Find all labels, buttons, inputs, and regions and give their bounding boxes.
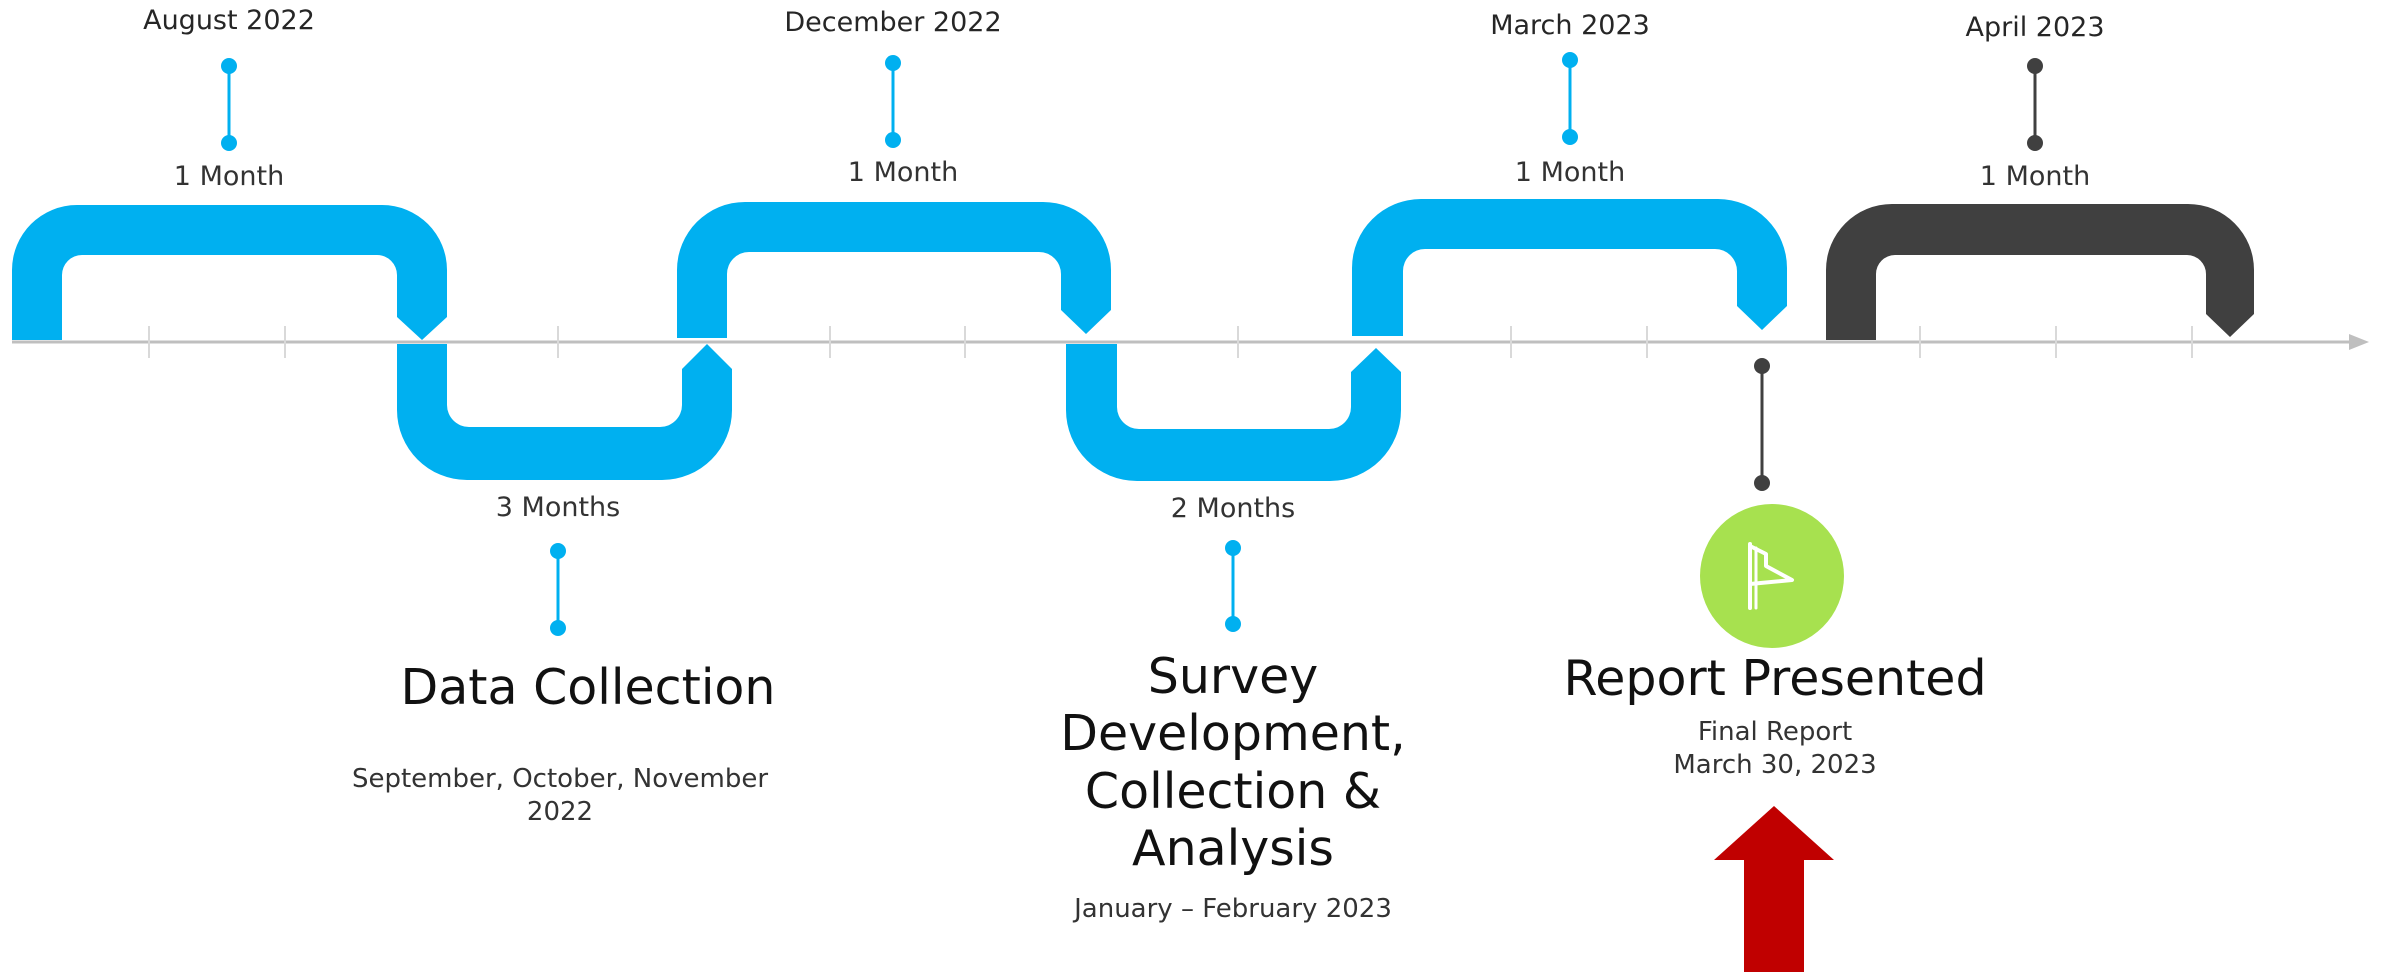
milestone-title: Survey Development, Collection & Analysi…: [1060, 648, 1406, 877]
pin-dot: [550, 543, 566, 559]
date-label-august-2022: August 2022: [143, 5, 315, 36]
pin-dot: [1225, 616, 1241, 632]
date-label-april-2023: April 2023: [1965, 12, 2105, 43]
pin-dot: [1225, 540, 1241, 556]
duration-label: 1 Month: [173, 161, 285, 192]
milestone-badge: [1700, 504, 1844, 648]
duration-label: 1 Month: [1979, 161, 2091, 192]
segment-march-2023: [1352, 199, 1787, 336]
pin-dot: [885, 132, 901, 148]
pin-dot: [1754, 358, 1770, 374]
segment-april-2023: [1826, 204, 2254, 340]
up-arrow-icon: [1714, 806, 1834, 972]
duration-label: 3 Months: [495, 492, 621, 523]
milestone-title: Data Collection: [400, 659, 776, 716]
milestone-subtitle: January – February 2023: [1074, 894, 1392, 924]
flag-icon: [1748, 542, 1794, 610]
segment-sep-nov-2022: [397, 344, 732, 480]
milestone-subtitle: Final Report March 30, 2023: [1673, 717, 1877, 780]
segment-december-2022: [677, 202, 1111, 338]
segment-jan-feb-2023: [1066, 344, 1401, 481]
segment-august-2022: [12, 205, 447, 340]
duration-label: 1 Month: [847, 157, 959, 188]
pin-dot: [1754, 475, 1770, 491]
pin-dot: [2027, 135, 2043, 151]
duration-label: 2 Months: [1170, 493, 1296, 524]
pin-dot: [221, 135, 237, 151]
date-label-december-2022: December 2022: [784, 7, 1002, 38]
axis-arrowhead: [2349, 334, 2369, 350]
date-label-march-2023: March 2023: [1490, 10, 1650, 41]
pin-dot: [2027, 58, 2043, 74]
pin-dot: [1562, 52, 1578, 68]
pin-dot: [885, 55, 901, 71]
axis-ticks: [148, 326, 2193, 358]
milestone-title: Report Presented: [1563, 650, 1987, 707]
duration-label: 1 Month: [1514, 157, 1626, 188]
pin-dot: [221, 58, 237, 74]
pin-dot: [1562, 129, 1578, 145]
pin-dot: [550, 620, 566, 636]
milestone-subtitle: September, October, November 2022: [351, 764, 769, 827]
